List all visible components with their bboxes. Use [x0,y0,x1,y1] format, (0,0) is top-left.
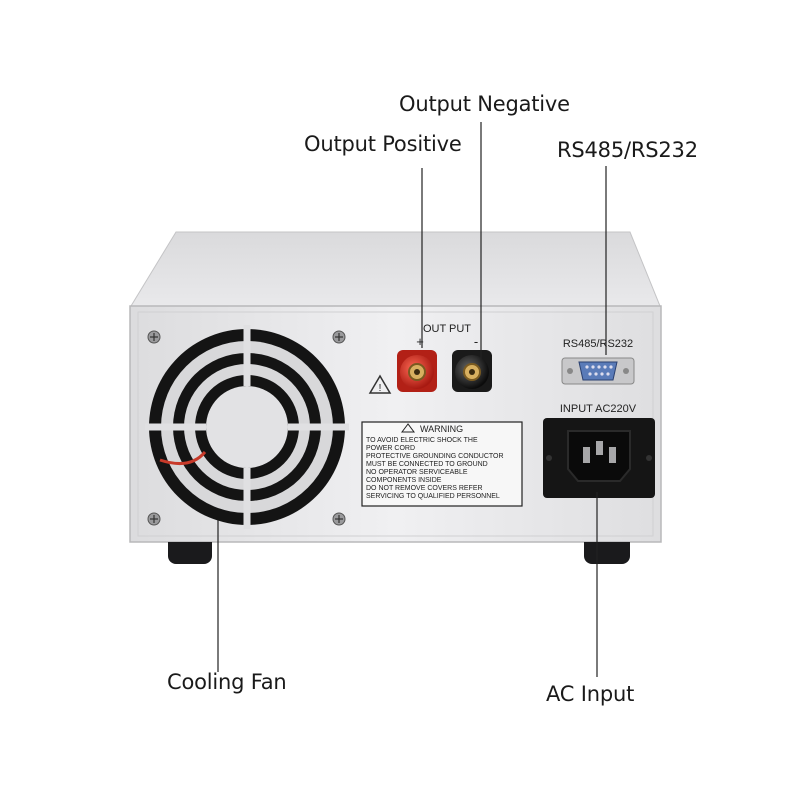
warning-line: DO NOT REMOVE COVERS REFER [366,485,483,492]
terminal-positive [397,350,437,392]
screw [147,330,346,526]
callout-output-positive: Output Positive [304,132,462,156]
warning-line: POWER CORD [366,445,415,452]
cooling-fan-grille [145,325,349,529]
warning-line: TO AVOID ELECTRIC SHOCK THE [366,437,478,444]
terminal-negative [452,350,492,392]
warning-line: COMPONENTS INSIDE [366,477,442,484]
ac-inlet [543,418,655,498]
callout-leaders [217,122,607,677]
svg-text:WARNING: WARNING [420,424,463,434]
output-label: OUT PUT [423,323,471,335]
warning-line: MUST BE CONNECTED TO GROUND [366,461,488,468]
case-top [130,231,661,307]
callout-cooling-fan: Cooling Fan [167,670,287,694]
warning-line: NO OPERATOR SERVICEABLE [366,469,468,476]
svg-text:!: ! [379,383,382,394]
minus-label: - [474,334,478,349]
port-label: RS485/RS232 [563,338,633,350]
warning-label: WARNING TO AVOID ELECTRIC SHOCK THE POWE… [361,421,523,507]
callout-output-negative: Output Negative [399,92,570,116]
plus-label: + [416,334,424,349]
callout-ac-input: AC Input [546,682,635,706]
db9-port [561,357,635,385]
callout-rs485: RS485/RS232 [557,138,698,162]
input-label: INPUT AC220V [560,403,637,415]
hazard-icon [368,374,392,394]
foot-left [168,542,212,564]
warning-line: SERVICING TO QUALIFIED PERSONNEL [366,493,500,500]
foot-right [584,542,630,564]
warning-line: PROTECTIVE GROUNDING CONDUCTOR [366,453,504,460]
